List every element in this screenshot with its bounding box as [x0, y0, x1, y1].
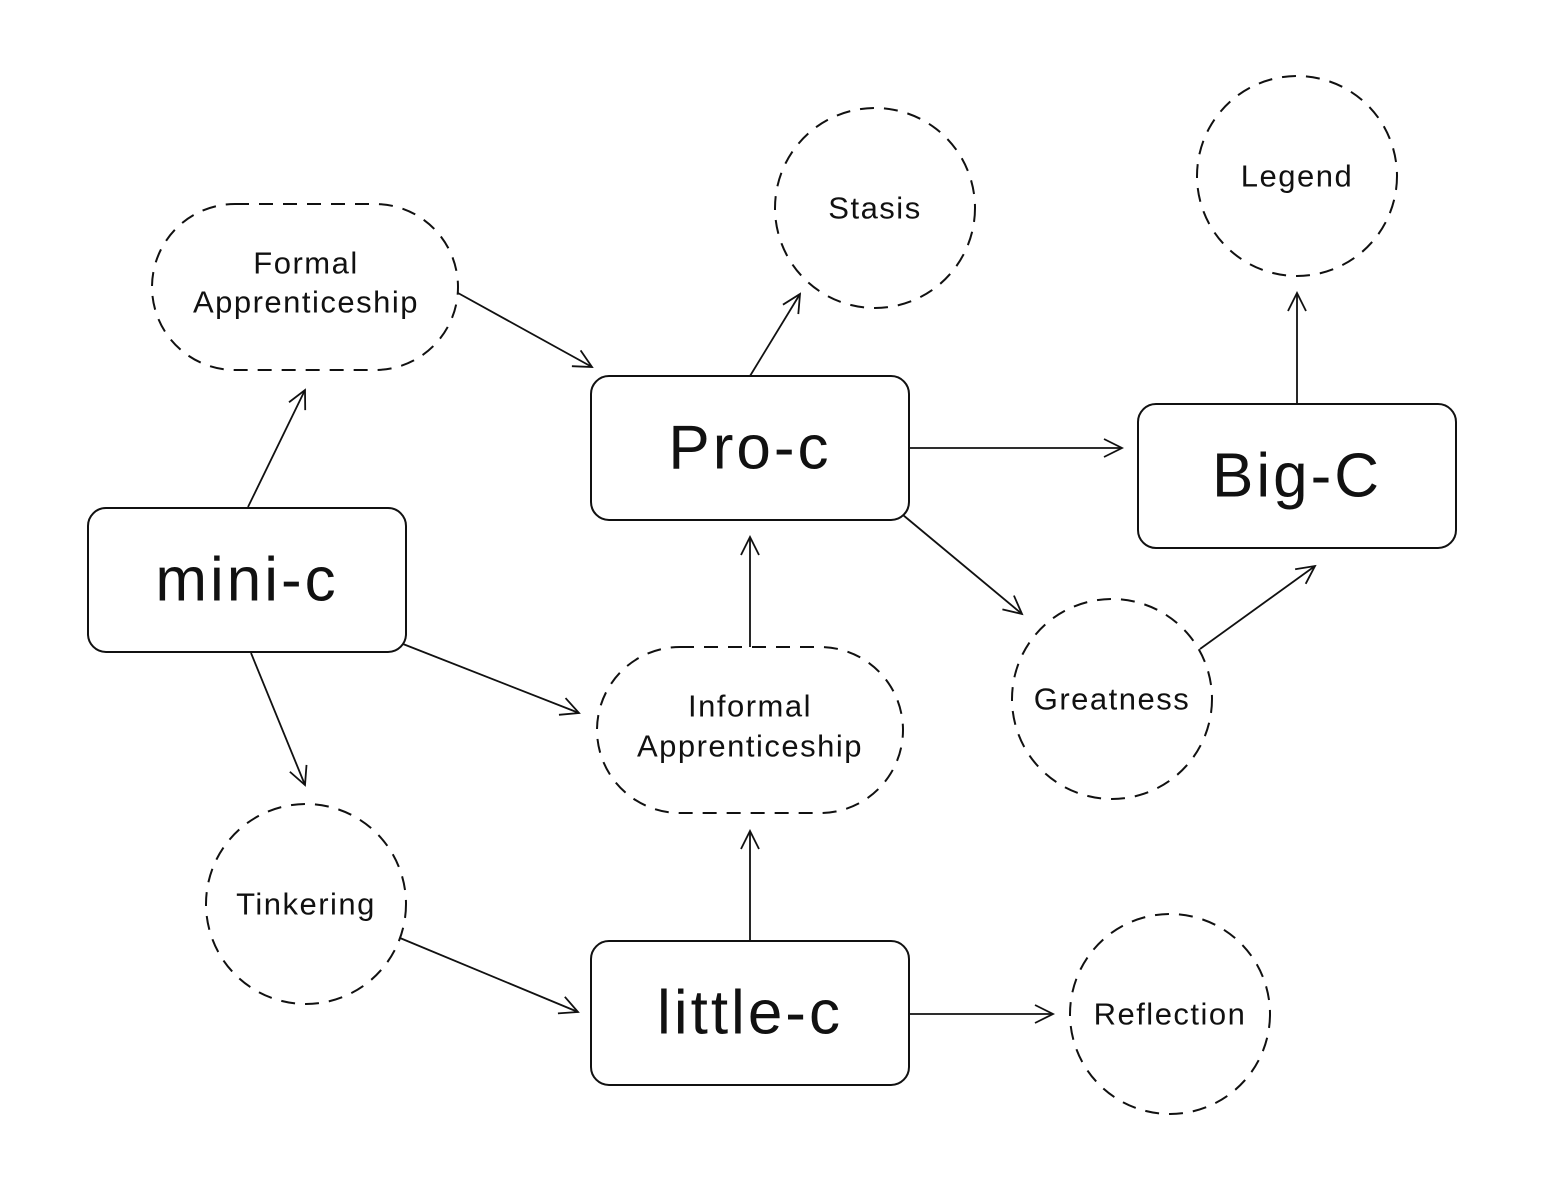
edge-mini-c-to-formal-apprenticeship — [247, 390, 305, 508]
outcome-pill — [151, 203, 459, 371]
outcome-informal-apprenticeship: Informal Apprenticeship — [596, 646, 904, 814]
outcome-label: Legend — [1241, 159, 1353, 194]
stage-box — [1137, 403, 1457, 549]
stage-box — [590, 940, 910, 1086]
outcome-stasis: Stasis — [774, 107, 976, 309]
stage-label: little-c — [657, 979, 843, 1048]
outcome-tinkering: Tinkering — [205, 803, 407, 1005]
edge-mini-c-to-tinkering — [250, 652, 305, 785]
stage-label: Pro-c — [668, 414, 831, 483]
edge-mini-c-to-informal-apprenticeship — [402, 643, 579, 713]
edge-tinkering-to-little-c — [399, 937, 578, 1012]
outcome-label-line1: Informal — [688, 689, 812, 724]
outcome-pill — [596, 646, 904, 814]
stage-box — [590, 375, 910, 521]
stage-label: mini-c — [155, 546, 338, 615]
outcome-reflection: Reflection — [1069, 913, 1271, 1115]
stage-box — [87, 507, 407, 653]
edge-formal-apprenticeship-to-pro-c — [457, 292, 592, 367]
outcome-legend: Legend — [1196, 75, 1398, 277]
edges — [247, 292, 1315, 1014]
outcome-label-line2: Apprenticeship — [637, 729, 863, 764]
outcome-label: Stasis — [828, 191, 921, 226]
stage-label: Big-C — [1212, 442, 1382, 511]
stage-big-c: Big-C — [1137, 403, 1457, 549]
outcome-circle — [205, 803, 407, 1005]
outcome-label-line1: Formal — [253, 246, 358, 281]
outcome-label: Tinkering — [236, 887, 376, 922]
outcome-circle — [1069, 913, 1271, 1115]
outcome-label: Reflection — [1094, 997, 1247, 1032]
outcome-formal-apprenticeship: Formal Apprenticeship — [151, 203, 459, 371]
outcome-circle — [1196, 75, 1398, 277]
stage-little-c: little-c — [590, 940, 910, 1086]
outcome-circle — [1011, 598, 1213, 800]
outcome-label: Greatness — [1034, 682, 1191, 717]
edge-greatness-to-big-c — [1199, 566, 1315, 650]
edge-pro-c-to-greatness — [902, 514, 1022, 614]
edge-pro-c-to-stasis — [749, 294, 800, 377]
stage-mini-c: mini-c — [87, 507, 407, 653]
outcome-label-line2: Apprenticeship — [193, 285, 419, 320]
stage-pro-c: Pro-c — [590, 375, 910, 521]
outcome-greatness: Greatness — [1011, 598, 1213, 800]
outcome-circle — [774, 107, 976, 309]
